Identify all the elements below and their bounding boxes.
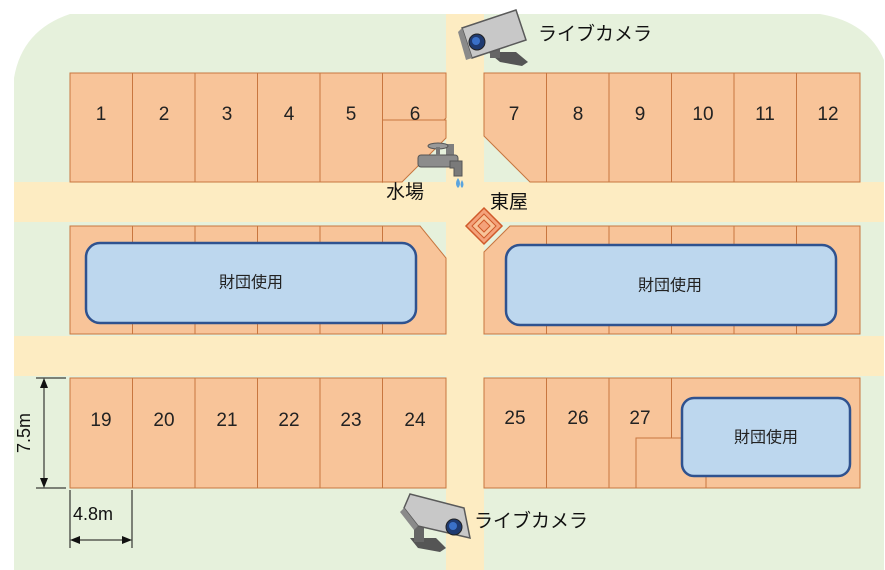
- plot-number-19: 19: [90, 410, 111, 431]
- plot-number-2: 2: [159, 104, 170, 125]
- plot-number-11: 11: [755, 104, 775, 125]
- plot-number-6: 6: [410, 104, 421, 125]
- plot-numbers-bottom-left: 19 20 21 22 23 24: [90, 410, 426, 431]
- plot-numbers-top-left: 1 2 3 4 5 6: [96, 104, 421, 125]
- plot-8[interactable]: [546, 72, 610, 183]
- camera-icon: [400, 493, 471, 552]
- plot-21[interactable]: [194, 377, 258, 489]
- plot-row-top-right: [483, 72, 861, 183]
- camera-label-top: ライブカメラ: [538, 22, 652, 45]
- zone-label-middle-left: 財団使用: [219, 273, 283, 292]
- plot-number-4: 4: [284, 104, 295, 125]
- gazebo-label: 東屋: [490, 191, 528, 213]
- plot-number-10: 10: [692, 104, 713, 125]
- plot-number-5: 5: [346, 104, 357, 125]
- dimension-width: [69, 490, 133, 548]
- plot-12[interactable]: [796, 72, 861, 183]
- plot-numbers-bottom-right: 25 26 27: [504, 408, 650, 429]
- plot-number-1: 1: [96, 104, 107, 125]
- plot-9[interactable]: [608, 72, 672, 183]
- zone-bottom-right: [680, 396, 852, 478]
- plot-5[interactable]: [319, 72, 383, 183]
- water-label: 水場: [386, 181, 424, 203]
- plot-number-27: 27: [629, 408, 650, 429]
- plot-10[interactable]: [671, 72, 735, 183]
- plot-number-25: 25: [504, 408, 525, 429]
- path-vertical: [446, 14, 484, 570]
- plot-4[interactable]: [257, 72, 321, 183]
- plot-7[interactable]: [483, 72, 547, 183]
- zone-label-middle-right: 財団使用: [638, 276, 702, 295]
- plot-26[interactable]: [546, 377, 610, 489]
- plot-number-3: 3: [222, 104, 233, 125]
- plot-19[interactable]: [69, 377, 133, 489]
- plot-23[interactable]: [319, 377, 383, 489]
- plot-number-21: 21: [216, 410, 237, 431]
- plot-number-9: 9: [635, 104, 646, 125]
- faucet-icon: [417, 142, 464, 188]
- gazebo-icon: [464, 206, 504, 246]
- zone-middle-right: [504, 243, 838, 327]
- plot-number-23: 23: [340, 410, 361, 431]
- zone-label-bottom-right: 財団使用: [734, 428, 798, 447]
- dimension-height-label: 7.5m: [14, 413, 34, 453]
- plot-row-bottom-left: [69, 377, 447, 489]
- plot-20[interactable]: [132, 377, 196, 489]
- plot-2[interactable]: [132, 72, 196, 183]
- plot-22[interactable]: [257, 377, 321, 489]
- plot-row-top-left: [69, 72, 447, 184]
- camera-label-bottom: ライブカメラ: [474, 509, 588, 532]
- plot-11[interactable]: [733, 72, 797, 183]
- plot-number-20: 20: [153, 410, 174, 431]
- plot-number-22: 22: [278, 410, 299, 431]
- zone-middle-left: [84, 241, 418, 325]
- plot-3[interactable]: [194, 72, 258, 183]
- plot-number-12: 12: [817, 104, 838, 125]
- dimension-width-label: 4.8m: [73, 504, 113, 524]
- dimension-height: [36, 377, 66, 489]
- camera-icon: [458, 9, 528, 66]
- plot-number-26: 26: [567, 408, 588, 429]
- plot-25[interactable]: [483, 377, 547, 489]
- plot-24[interactable]: [382, 377, 447, 489]
- plot-number-24: 24: [404, 410, 426, 431]
- plot-number-8: 8: [573, 104, 584, 125]
- plot-1[interactable]: [69, 72, 133, 183]
- plot-number-7: 7: [509, 104, 520, 125]
- plot-numbers-top-right: 7 8 9 10 11 12: [509, 104, 839, 125]
